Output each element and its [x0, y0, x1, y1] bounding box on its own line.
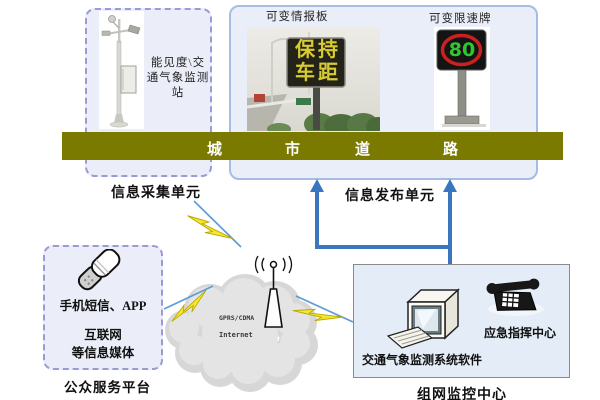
mobile-phone-icon — [77, 249, 121, 291]
arrowhead-right-icon — [443, 179, 457, 192]
vms-scene-icon — [247, 28, 380, 131]
computer-icon — [386, 288, 460, 349]
vms-display-text: 保持 车距 — [291, 39, 345, 85]
computer-icon-wrap — [385, 283, 465, 351]
monitor-center-label: 组网监控中心 — [417, 388, 507, 400]
publish-unit-label: 信息发布单元 — [345, 189, 435, 204]
vms-text-bottom: 车距 — [295, 62, 341, 84]
speed-sign-caption: 可变限速牌 — [429, 13, 492, 25]
station-caption-line3: 站 — [171, 87, 185, 99]
network-protocol-label: GPRS/CDMA — [219, 314, 255, 322]
road-char-1: 城 — [207, 142, 223, 158]
weather-station-icon — [101, 15, 141, 128]
network-internet-label: Internet — [219, 331, 253, 339]
collection-unit-label: 信息采集单元 — [111, 186, 201, 201]
antenna-icon — [254, 255, 293, 328]
weather-station-photo — [99, 11, 144, 129]
speed-sign-value: 80 — [448, 39, 476, 61]
arrowhead-left-icon — [310, 179, 324, 192]
network-cloud-icon — [165, 255, 318, 392]
vms-photo: 保持 车距 — [247, 28, 380, 131]
vms-caption: 可变情报板 — [266, 11, 329, 23]
emergency-center-label: 应急指挥中心 — [484, 326, 557, 340]
mobile-phone-icon-wrap — [74, 249, 128, 295]
network-cloud-wrap — [160, 255, 325, 395]
station-caption: 能见度\交 通气象监测 站 — [145, 56, 211, 101]
telephone-icon — [486, 278, 544, 316]
road-char-3: 道 — [355, 142, 371, 158]
platform-line-1: 手机短信、APP — [59, 299, 147, 313]
platform-line-2: 互联网 — [84, 328, 122, 342]
city-road-bar: 城 市 道 路 — [62, 132, 563, 160]
vms-text-top: 保持 — [295, 39, 341, 61]
speed-sign-photo: 80 — [434, 27, 490, 130]
platform-line-3: 等信息媒体 — [71, 346, 135, 360]
software-label: 交通气象监测系统软件 — [362, 353, 483, 367]
telephone-icon-wrap — [484, 271, 548, 319]
lightning-icon-collection — [187, 215, 233, 240]
road-char-4: 路 — [443, 142, 459, 158]
station-caption-line2: 通气象监测 — [146, 72, 210, 84]
road-char-2: 市 — [285, 142, 301, 158]
station-caption-line1: 能见度\交 — [150, 57, 206, 69]
speed-sign-icon — [436, 29, 487, 127]
public-platform-label: 公众服务平台 — [64, 380, 151, 395]
